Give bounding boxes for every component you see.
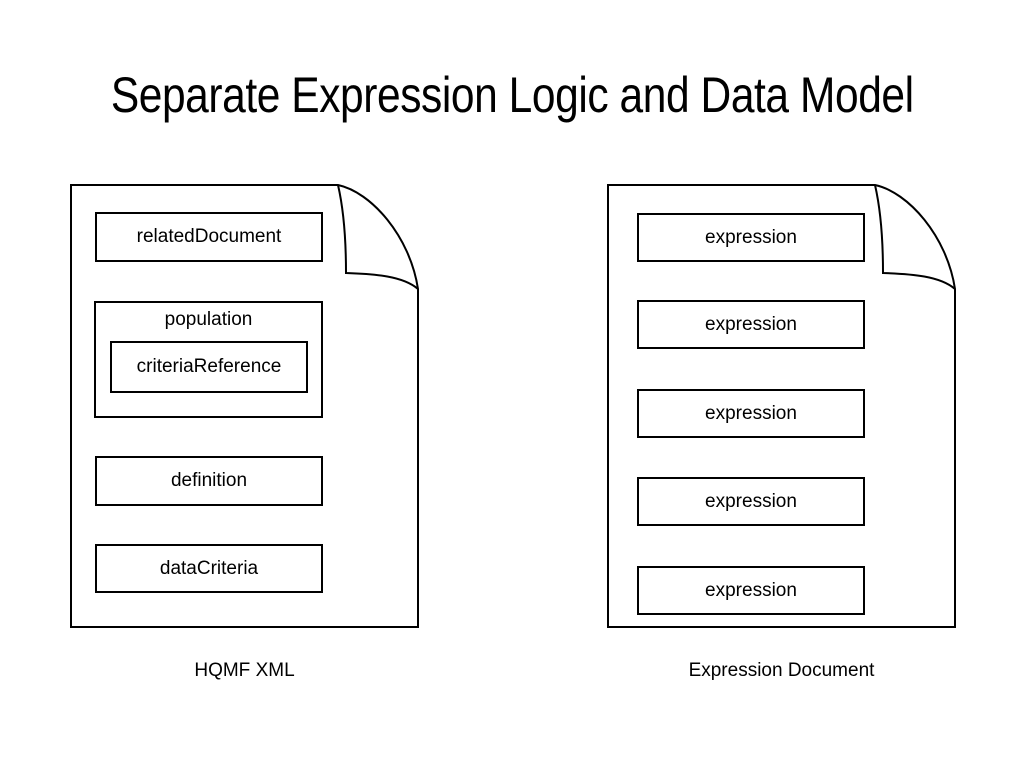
box-dataCriteria: dataCriteria: [95, 544, 323, 593]
hqmf-xml-caption: HQMF XML: [194, 660, 295, 681]
box-definition-label: definition: [170, 470, 248, 491]
box-expression-2-label: expression: [705, 313, 797, 335]
box-expression-5: expression: [637, 566, 865, 615]
box-relatedDocument-label: relatedDocument: [136, 226, 282, 247]
box-criteriaReference-label: criteriaReference: [136, 356, 282, 377]
box-expression-3: expression: [637, 389, 865, 438]
hqmf-xml-document: relatedDocument population criteriaRefer…: [69, 183, 420, 629]
box-expression-4: expression: [637, 477, 865, 526]
box-definition: definition: [95, 456, 323, 506]
box-expression-5-label: expression: [705, 579, 797, 601]
expression-document: expression expression expression express…: [606, 183, 957, 629]
box-expression-4-label: expression: [705, 490, 797, 512]
box-expression-1-label: expression: [705, 226, 797, 248]
box-dataCriteria-label: dataCriteria: [159, 557, 259, 579]
page-title-text: Separate Expression Logic and Data Model: [110, 67, 914, 123]
box-expression-1: expression: [637, 213, 865, 262]
box-relatedDocument: relatedDocument: [95, 212, 323, 262]
page-title: Separate Expression Logic and Data Model: [0, 62, 1024, 128]
box-expression-3-label: expression: [705, 402, 797, 424]
box-population-label: population: [164, 309, 253, 330]
expression-document-caption: Expression Document: [688, 660, 875, 681]
box-expression-2: expression: [637, 300, 865, 349]
box-criteriaReference: criteriaReference: [110, 341, 308, 393]
